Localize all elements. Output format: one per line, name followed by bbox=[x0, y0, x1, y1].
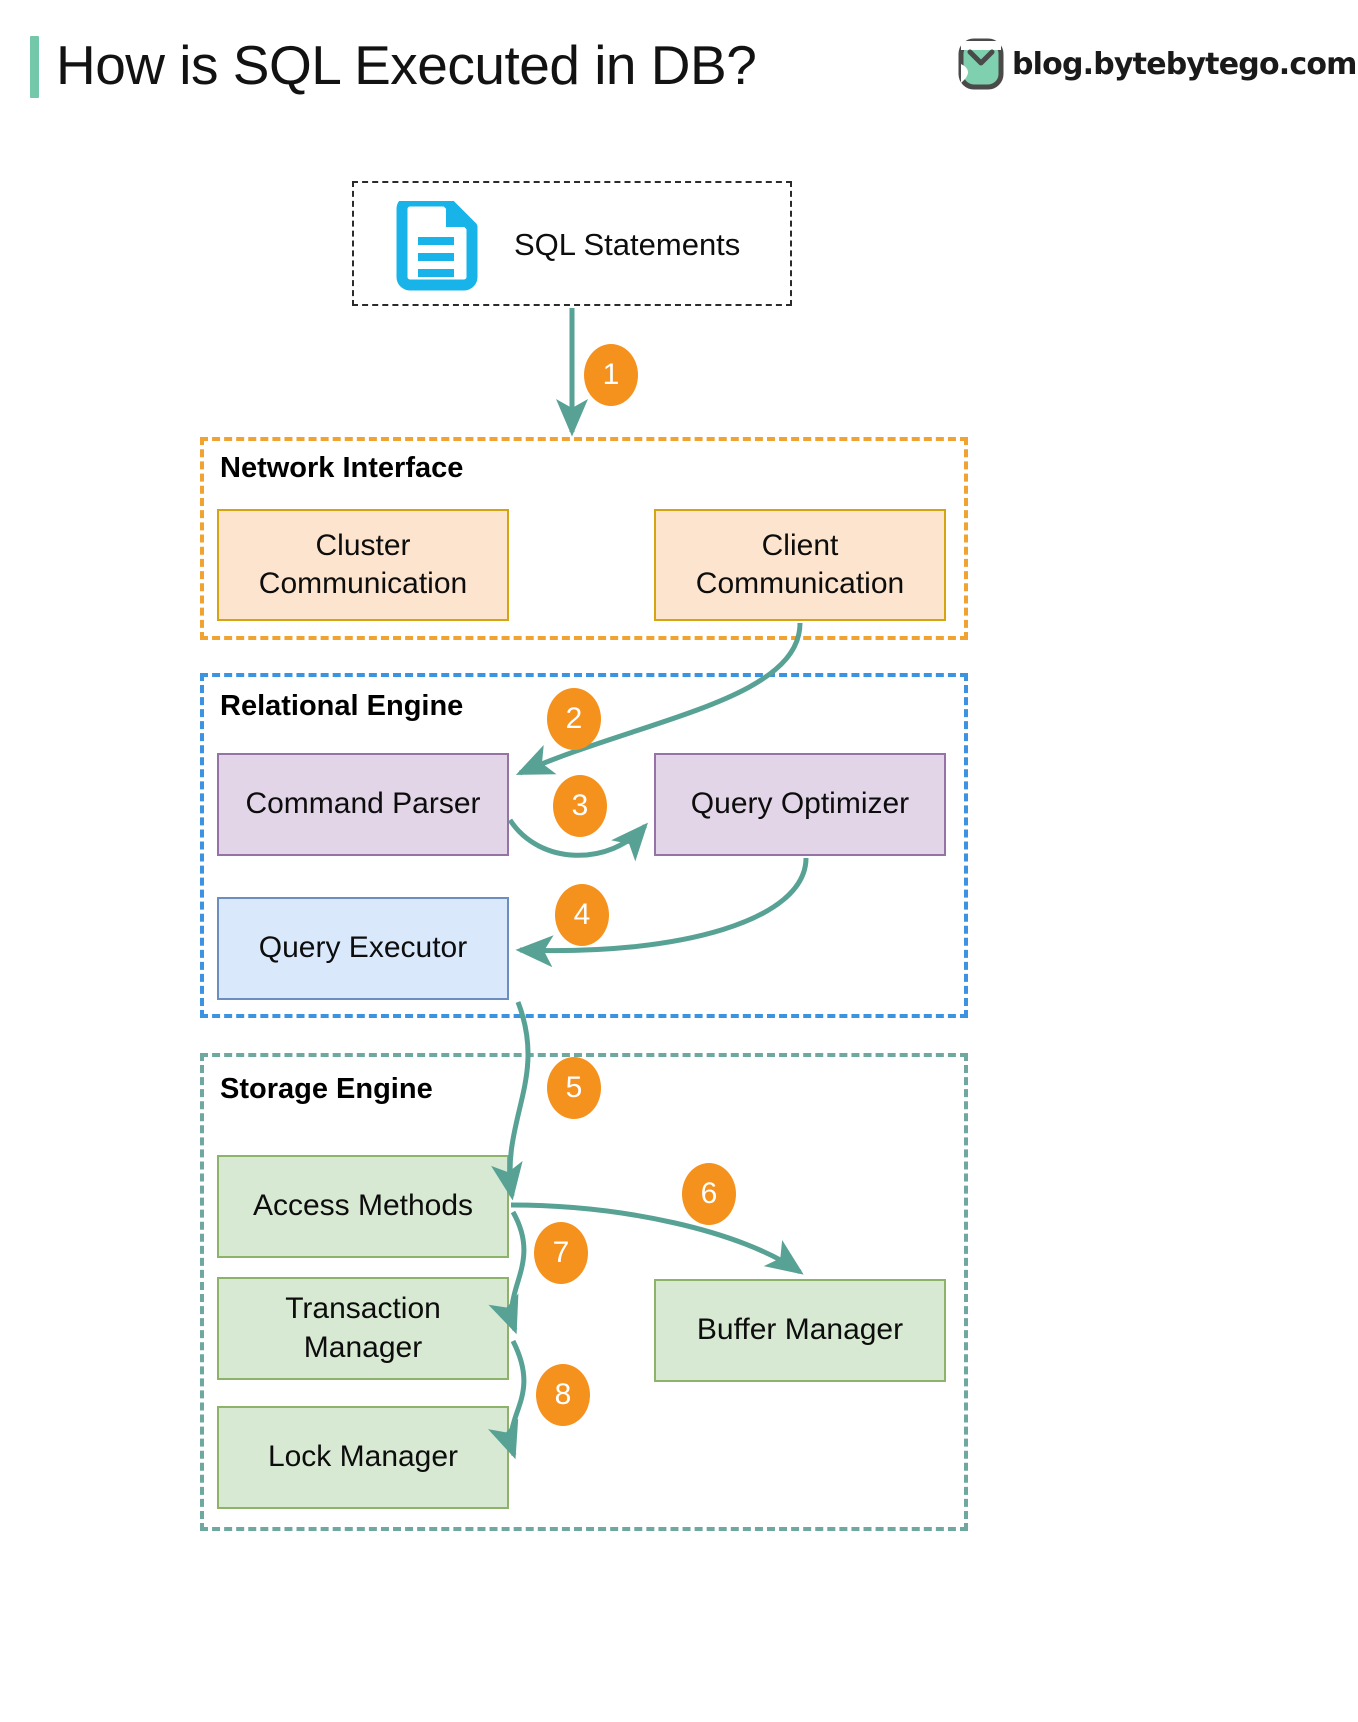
node-cluster-communication[interactable]: Cluster Communication bbox=[217, 509, 509, 621]
step-badge-2: 2 bbox=[547, 688, 601, 750]
node-label-line1: Transaction bbox=[285, 1292, 441, 1326]
node-access-methods[interactable]: Access Methods bbox=[217, 1155, 509, 1258]
node-lock-manager[interactable]: Lock Manager bbox=[217, 1406, 509, 1509]
node-command-parser[interactable]: Command Parser bbox=[217, 753, 509, 856]
step-badge-8: 8 bbox=[536, 1364, 590, 1426]
document-lines-icon bbox=[396, 201, 478, 291]
group-storage-engine bbox=[200, 1053, 968, 1531]
node-label-line2: Communication bbox=[258, 567, 468, 600]
brand-text: blog.bytebytego.com bbox=[1012, 46, 1357, 82]
step-badge-1: 1 bbox=[584, 344, 638, 406]
brand: blog.bytebytego.com bbox=[958, 38, 1357, 90]
page-title: How is SQL Executed in DB? bbox=[56, 34, 757, 96]
node-client-communication[interactable]: Client Communication bbox=[654, 509, 946, 621]
group-label-storage-engine: Storage Engine bbox=[220, 1073, 433, 1105]
step-badge-4: 4 bbox=[555, 884, 609, 946]
group-label-network-interface: Network Interface bbox=[220, 452, 464, 484]
node-transaction-manager[interactable]: Transaction Manager bbox=[217, 1277, 509, 1380]
step-badge-5: 5 bbox=[547, 1057, 601, 1119]
step-badge-6: 6 bbox=[682, 1163, 736, 1225]
group-label-relational-engine: Relational Engine bbox=[220, 690, 464, 722]
node-label-line2: Communication bbox=[695, 567, 905, 600]
node-buffer-manager[interactable]: Buffer Manager bbox=[654, 1279, 946, 1382]
node-label-line1: Client bbox=[761, 528, 839, 562]
sql-statements-box: SQL Statements bbox=[352, 181, 792, 306]
header: How is SQL Executed in DB? blog.bytebyte… bbox=[0, 0, 1358, 120]
node-query-executor[interactable]: Query Executor bbox=[217, 897, 509, 1000]
title-accent-bar bbox=[30, 36, 39, 98]
node-label-line1: Cluster bbox=[315, 528, 411, 562]
node-query-optimizer[interactable]: Query Optimizer bbox=[654, 753, 946, 856]
step-badge-7: 7 bbox=[534, 1222, 588, 1284]
node-label-line2: Manager bbox=[303, 1330, 423, 1364]
sql-statements-label: SQL Statements bbox=[514, 227, 741, 262]
bytebytego-logo-icon bbox=[958, 38, 1004, 90]
step-badge-3: 3 bbox=[553, 775, 607, 837]
